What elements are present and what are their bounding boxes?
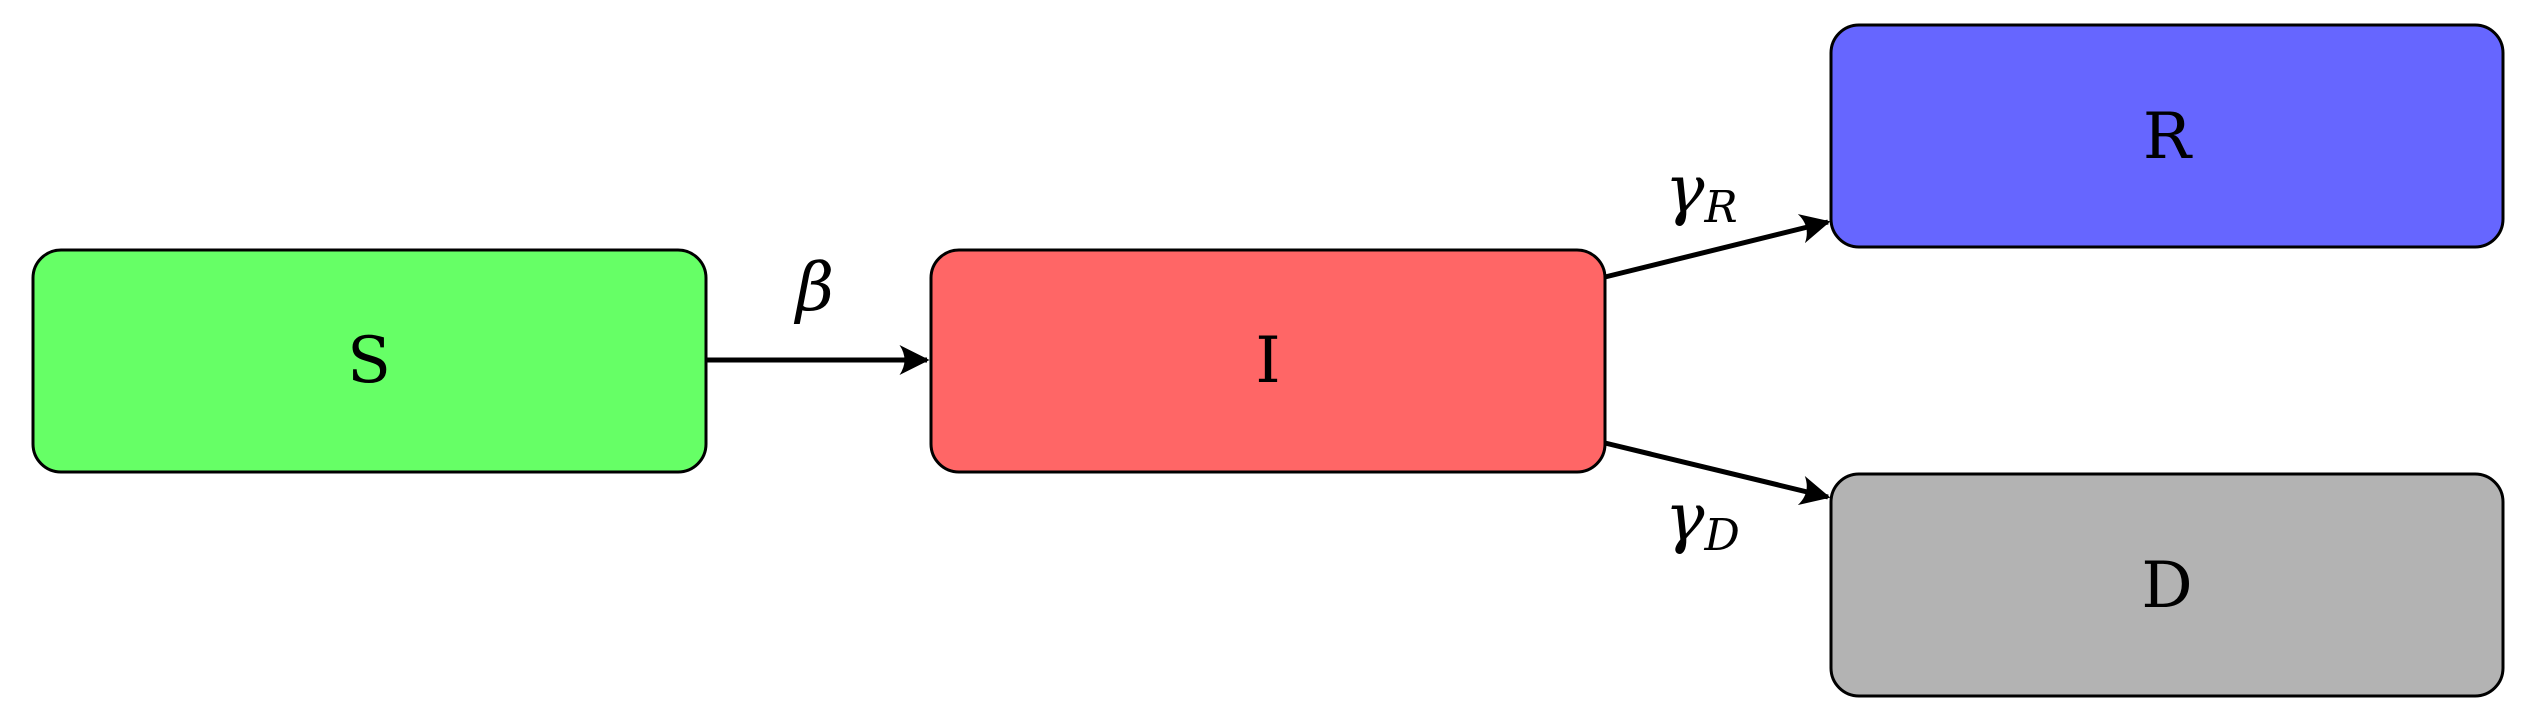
arrow-i-to-r <box>1604 214 1831 280</box>
node-label-s: S <box>347 324 391 398</box>
node-infected: I <box>929 248 1607 474</box>
edge-s-to-i: β <box>706 249 930 375</box>
edge-symbol-gamma-d: γ <box>1665 479 1705 556</box>
edge-symbol-gamma-r: γ <box>1665 151 1705 228</box>
node-recovered: R <box>1829 23 2505 249</box>
node-label-i: I <box>1255 324 1280 398</box>
node-box-i <box>929 248 1607 474</box>
edge-subscript-r: R <box>1703 182 1737 233</box>
edge-subscript-d: D <box>1703 510 1739 561</box>
edge-i-to-d: γD <box>1604 440 1831 561</box>
edge-label-gamma-d: γD <box>1665 479 1740 561</box>
node-deceased: D <box>1829 472 2505 698</box>
node-label-r: R <box>2143 100 2193 174</box>
arrow-i-to-d <box>1604 440 1831 506</box>
edge-i-to-r: γR <box>1604 151 1831 280</box>
node-box-r <box>1829 23 2505 249</box>
edge-label-gamma-r: γR <box>1665 151 1738 233</box>
edge-symbol-beta: β <box>793 249 834 326</box>
edge-label-beta: β <box>793 249 834 326</box>
node-label-d: D <box>2141 549 2192 623</box>
node-box-s <box>31 248 708 474</box>
node-box-d <box>1829 472 2505 698</box>
node-susceptible: S <box>31 248 708 474</box>
